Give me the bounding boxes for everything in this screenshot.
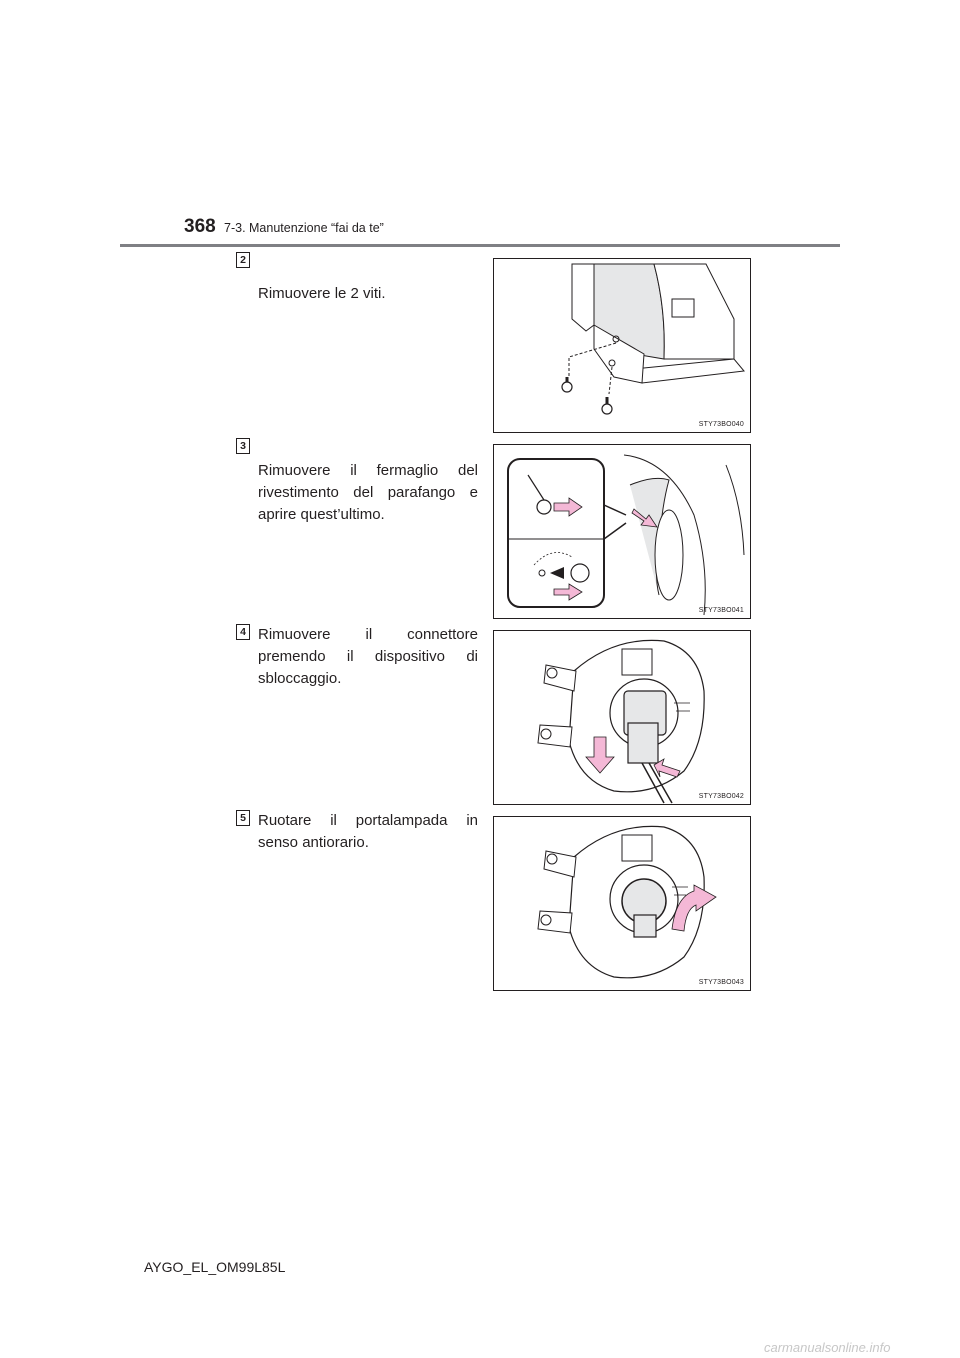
step-number-badge: 2 — [236, 252, 250, 268]
fender-clip-illustration — [507, 454, 745, 616]
figure-code: STY73BO040 — [698, 421, 744, 428]
step-instruction: Rimuovere il connettore premendo il disp… — [258, 626, 478, 687]
document-code: AYGO_EL_OM99L85L — [144, 1259, 286, 1275]
figure-code: STY73BO041 — [698, 607, 744, 614]
step-instruction: Ruotare il portalampada in senso antiora… — [258, 812, 478, 851]
step-figure-bulb-holder: STY73BO043 — [493, 816, 751, 991]
connector-illustration — [537, 639, 705, 804]
step-figure-fender-clip: STY73BO041 — [493, 444, 751, 619]
watermark: carmanualsonline.info — [764, 1340, 891, 1355]
step-number-badge: 3 — [236, 438, 250, 454]
section-title: 7-3. Manutenzione “fai da te” — [224, 221, 384, 235]
header-rule — [120, 244, 840, 247]
screws-illustration — [561, 263, 745, 415]
step-number-badge: 5 — [236, 810, 250, 826]
bulb-holder-illustration — [537, 825, 717, 979]
step-figure-connector: STY73BO042 — [493, 630, 751, 805]
step-instruction: Rimuovere le 2 viti. — [258, 285, 386, 302]
step-number-badge: 4 — [236, 624, 250, 640]
figure-code: STY73BO043 — [698, 979, 744, 986]
step-figure-screws: STY73BO040 — [493, 258, 751, 433]
figure-code: STY73BO042 — [698, 793, 744, 800]
page-number: 368 — [184, 216, 216, 237]
step-instruction: Rimuovere il fermaglio del rivestimento … — [258, 462, 478, 523]
